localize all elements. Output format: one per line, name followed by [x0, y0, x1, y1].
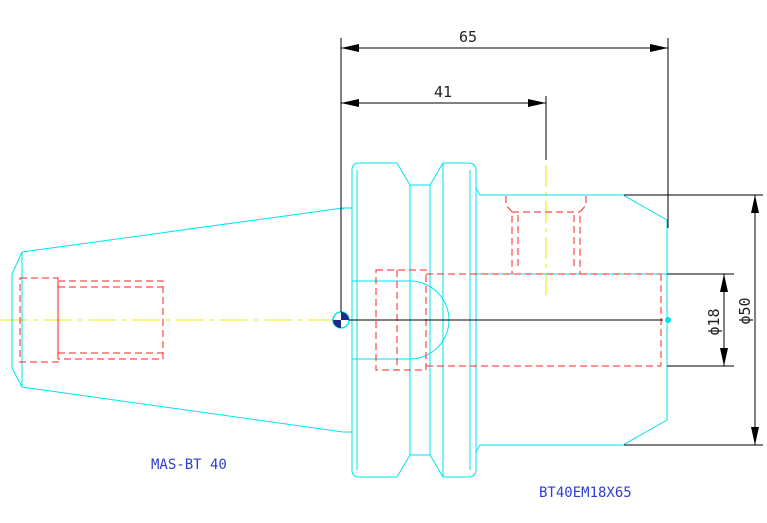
dim-dia18-text: ϕ18	[705, 308, 723, 335]
dim-65-text: 65	[459, 28, 477, 46]
pull-stud-bore	[19, 277, 59, 363]
dim-dia50-text: ϕ50	[736, 297, 754, 324]
dim-41-text: 41	[434, 83, 452, 101]
label-model-code: BT40EM18X65	[539, 485, 632, 501]
arrow-41-left	[341, 99, 359, 107]
origin-marker-fill	[333, 312, 349, 328]
nose-marker	[665, 317, 671, 323]
flange-outline	[351, 162, 477, 478]
pull-stud-thread	[57, 280, 164, 360]
arrow-65-right	[650, 44, 668, 52]
arrow-41-right	[528, 99, 546, 107]
dimension-lines	[340, 38, 763, 446]
set-screw-hole	[505, 196, 587, 274]
arrow-dia18-top	[720, 274, 728, 292]
arrow-65-left	[341, 44, 359, 52]
arrow-dia50-bottom	[751, 427, 759, 445]
dimension-arrows	[341, 44, 759, 445]
label-mas-bt40: MAS-BT 40	[151, 457, 227, 473]
arrow-dia18-bottom	[720, 348, 728, 366]
centerlines	[0, 165, 547, 321]
arrow-dia50-top	[751, 195, 759, 213]
